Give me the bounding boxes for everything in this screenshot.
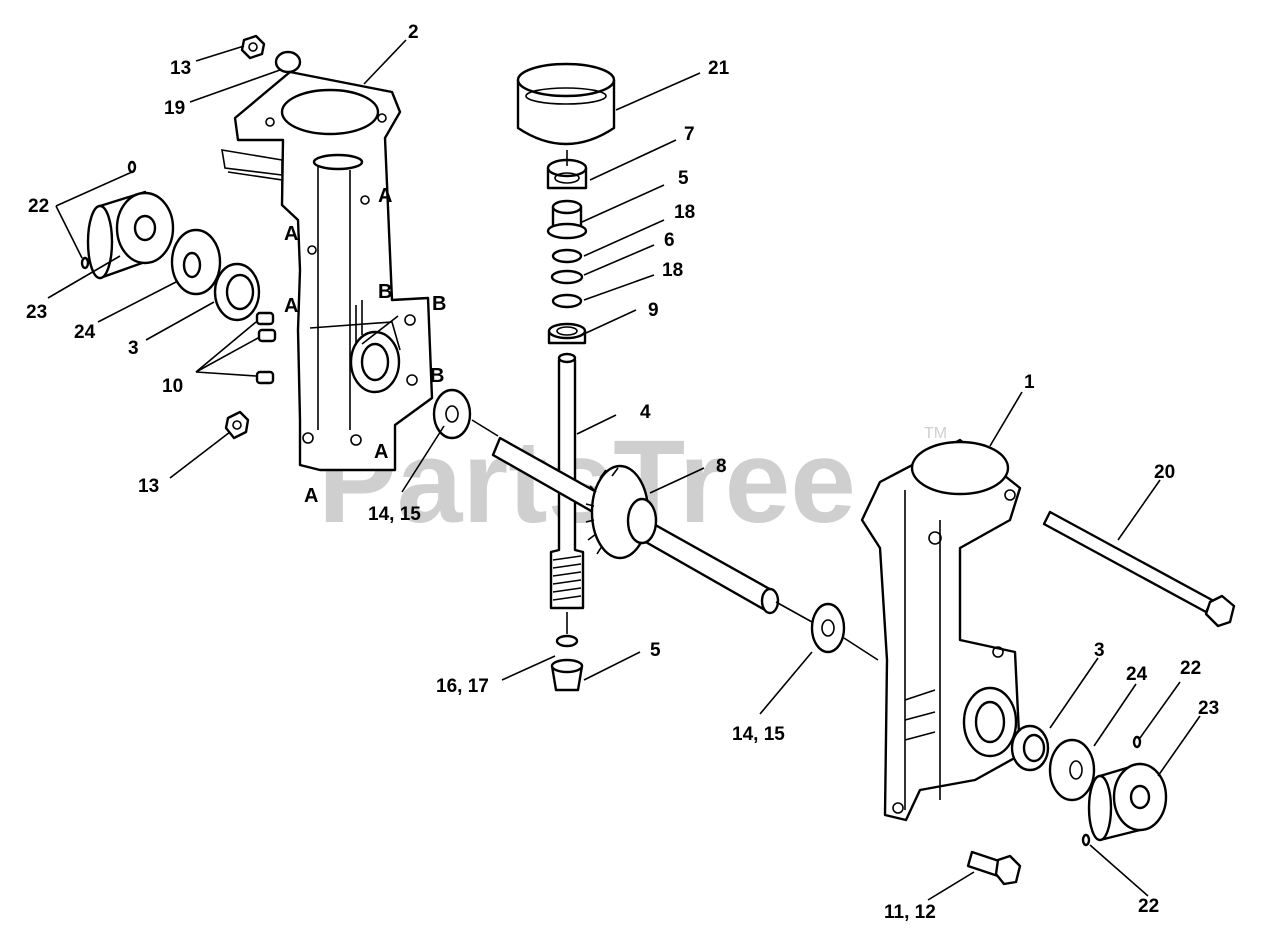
right-bearing-3: [1010, 724, 1050, 772]
nut-13-bottom: [224, 410, 250, 440]
set-screw-22-top: [127, 160, 137, 174]
callout-22-right-top: 22: [1180, 658, 1201, 679]
callout-2: 2: [408, 22, 419, 43]
gear-axle-8: [491, 436, 780, 615]
callout-13-bottom: 13: [138, 476, 159, 497]
callout-18-bottom: 18: [662, 260, 683, 281]
callout-16-17: 16, 17: [436, 676, 489, 697]
right-pulley: [1087, 762, 1168, 842]
callout-22-left: 22: [28, 196, 49, 217]
callout-23-left: 23: [26, 302, 47, 323]
left-washer-14-15: [432, 388, 472, 440]
bolt-20: [1042, 510, 1236, 628]
callout-5-bottom: 5: [650, 640, 661, 661]
callout-5-top: 5: [678, 168, 689, 189]
nut-13-top: [240, 34, 266, 60]
callout-9: 9: [648, 300, 659, 321]
washer-18-b: [551, 293, 583, 309]
set-screw-22-right-top: [1132, 735, 1142, 749]
zone-a-1: A: [284, 223, 298, 245]
set-screw-22-bottom: [80, 256, 90, 270]
callout-labels: 13 19 2 22 23 24 3 10 13 14, 15 21 7 5 1…: [26, 22, 1219, 923]
bolt-11-12: [966, 850, 1022, 886]
zone-b-1: B: [378, 281, 392, 303]
right-washer-24: [1048, 738, 1096, 802]
callout-14-15-left: 14, 15: [368, 504, 421, 525]
seal-9: [547, 322, 587, 345]
callout-14-15-right: 14, 15: [732, 724, 785, 745]
spring-washer-6: [550, 269, 584, 285]
right-housing: [860, 438, 1022, 822]
zone-labels: A A A B B B A A: [284, 185, 446, 507]
callout-20: 20: [1154, 462, 1175, 483]
callout-24-left: 24: [74, 322, 96, 343]
watermark-text: PartsTree: [318, 416, 856, 548]
set-screw-22-right-bottom: [1081, 833, 1091, 847]
callout-3-left: 3: [128, 338, 139, 359]
left-housing: [221, 70, 434, 472]
callout-11-12: 11, 12: [884, 902, 936, 923]
callout-22-right-bottom: 22: [1138, 896, 1159, 917]
left-pins-10: [255, 311, 277, 385]
callout-8: 8: [716, 456, 727, 477]
washer-16-17: [555, 634, 579, 648]
left-washer-24-hole: [182, 251, 202, 279]
bushing-5-top: [546, 199, 588, 240]
zone-b-3: B: [430, 365, 444, 387]
callout-13-top: 13: [170, 58, 191, 79]
washer-19: [274, 50, 302, 74]
zone-a-4: A: [374, 441, 388, 463]
washer-18-a: [551, 248, 583, 264]
callout-4: 4: [640, 402, 651, 423]
cup-21: [516, 62, 616, 146]
right-washer-14-15: [810, 602, 846, 654]
assembly-lines: [471, 150, 879, 661]
callout-3-right: 3: [1094, 640, 1105, 661]
zone-a-5: A: [304, 485, 318, 507]
leader-lines: [47, 39, 1201, 901]
callout-24-right: 24: [1126, 664, 1148, 685]
callout-18-top: 18: [674, 202, 695, 223]
callout-7: 7: [684, 124, 695, 145]
callout-23-right: 23: [1198, 698, 1219, 719]
callout-10: 10: [162, 376, 183, 397]
zone-b-2: B: [432, 293, 446, 315]
callout-21: 21: [708, 58, 730, 79]
left-bearing-3: [213, 262, 261, 322]
callout-6: 6: [664, 230, 675, 251]
zone-a-2: A: [378, 185, 392, 207]
watermark-tm: TM: [924, 425, 947, 442]
zone-a-3: A: [284, 295, 298, 317]
left-pulley: [86, 190, 175, 280]
bushing-5-bottom: [550, 658, 584, 692]
bearing-7: [546, 158, 588, 190]
callout-1: 1: [1024, 372, 1035, 393]
callout-19: 19: [164, 98, 185, 119]
